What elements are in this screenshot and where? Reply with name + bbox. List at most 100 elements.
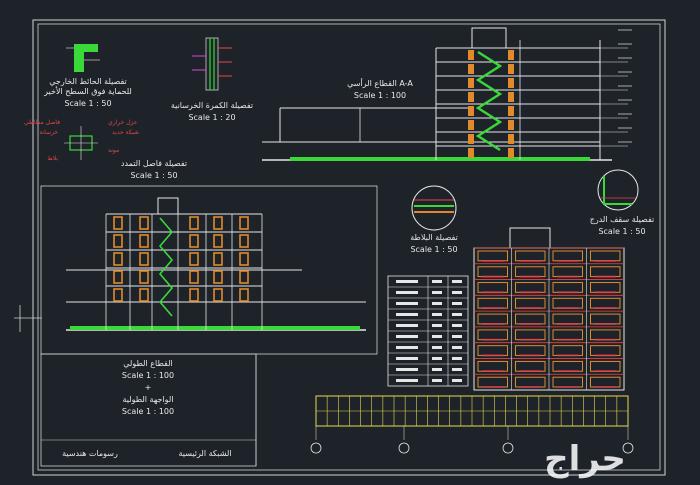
detail-corner-drawing[interactable] [597, 169, 639, 211]
facade-window [590, 313, 621, 325]
table-cell-text [396, 357, 418, 360]
section-window [508, 148, 514, 158]
table-cell-text [396, 335, 418, 338]
facade-window [552, 297, 583, 309]
facade-window [515, 266, 546, 278]
table-cell-text [396, 368, 418, 371]
table-cell-text [432, 368, 442, 371]
facade-window [477, 360, 508, 372]
detail-corner-scale: Scale 1 : 50 [598, 227, 645, 236]
section-aa-drawing[interactable] [262, 27, 632, 161]
facade-elevation-drawing[interactable] [473, 227, 625, 391]
stair-head [157, 197, 179, 215]
detail-joint-title: تفصيلة فاصل التمدد [121, 159, 187, 168]
facade-window [477, 297, 508, 309]
watermark-logo: حراج [544, 439, 626, 479]
table-cell-text [452, 357, 462, 360]
facade-window [590, 266, 621, 278]
longitudinal-section-drawing[interactable] [66, 197, 366, 331]
detail-joint-label-2: عزل حراري [108, 119, 137, 126]
ground-slab [290, 157, 590, 161]
ground-slab [70, 326, 360, 330]
detail-circle-drawing[interactable] [411, 185, 457, 231]
section-window [113, 288, 123, 302]
facade-window [477, 250, 508, 262]
section-window [113, 234, 123, 248]
detail-joint-drawing[interactable] [64, 126, 98, 160]
section-window [239, 288, 249, 302]
detail-parapet-drawing[interactable] [66, 44, 100, 72]
grid-axis-bubble [622, 442, 634, 454]
section-window [139, 270, 149, 284]
section-window [468, 134, 474, 144]
section-window [468, 92, 474, 102]
facade-window [515, 250, 546, 262]
stair-flight [158, 217, 174, 317]
table-cell-text [452, 335, 462, 338]
table-cell-text [452, 324, 462, 327]
facade-window [590, 376, 621, 388]
detail-column-title: تفصيلة الكمرة الخرسانية [171, 101, 253, 110]
table-cell-text [432, 357, 442, 360]
schedule-table[interactable] [387, 275, 469, 387]
facade-window [515, 345, 546, 356]
facade-window [477, 329, 508, 341]
detail-joint-label-6: مونة [108, 147, 119, 154]
table-cell-text [452, 313, 462, 316]
title-block-scale1: Scale 1 : 100 [122, 371, 174, 380]
detail-corner-title: تفصيلة سقف الدرج [590, 215, 655, 224]
facade-window [590, 329, 621, 341]
foundation-grid-drawing[interactable] [310, 395, 634, 454]
facade-window [515, 376, 546, 388]
table-cell-text [432, 291, 442, 294]
table-cell-text [396, 291, 418, 294]
table-cell-text [452, 368, 462, 371]
facade-window [552, 313, 583, 325]
section-window [213, 288, 223, 302]
table-cell-text [452, 302, 462, 305]
section-window [139, 288, 149, 302]
facade-window [477, 376, 508, 388]
table-cell-text [432, 280, 442, 283]
detail-column-drawing[interactable] [192, 37, 232, 91]
grid-axis-bubble [502, 442, 514, 454]
detail-joint-label-3: خرسانة [39, 129, 58, 136]
title-block-footer-left: رسومات هندسية [62, 449, 118, 458]
facade-window [590, 282, 621, 293]
facade-window [552, 376, 583, 388]
section-window [213, 252, 223, 266]
table-cell-text [396, 346, 418, 349]
stair-flight [475, 50, 503, 152]
section-window [189, 270, 199, 284]
section-window [213, 270, 223, 284]
section-window [239, 252, 249, 266]
detail-parapet-title-1: تفصيلة الحائط الخارجي [49, 77, 126, 86]
section-window [468, 148, 474, 158]
detail-parapet-scale: Scale 1 : 50 [64, 99, 111, 108]
table-cell-text [432, 313, 442, 316]
facade-window [590, 297, 621, 309]
facade-window [515, 313, 546, 325]
roof-stair-box [509, 227, 551, 249]
facade-window [552, 250, 583, 262]
section-window [189, 288, 199, 302]
section-aa-title: القطاع الرأسي A-A [347, 78, 413, 88]
detail-joint-scale: Scale 1 : 50 [130, 171, 177, 180]
facade-window [552, 345, 583, 356]
detail-circle-scale: Scale 1 : 50 [410, 245, 457, 254]
detail-circle-title: تفصيلة البلاطة [410, 233, 458, 242]
table-cell-text [396, 324, 418, 327]
section-window [113, 216, 123, 230]
table-cell-text [452, 346, 462, 349]
facade-window [477, 345, 508, 356]
title-block-line1: القطاع الطولي [123, 359, 172, 368]
section-window [508, 134, 514, 144]
table-cell-text [432, 379, 442, 382]
table-cell-text [432, 324, 442, 327]
facade-window [515, 297, 546, 309]
section-window [139, 234, 149, 248]
detail-column-scale: Scale 1 : 20 [188, 113, 235, 122]
section-window [189, 252, 199, 266]
